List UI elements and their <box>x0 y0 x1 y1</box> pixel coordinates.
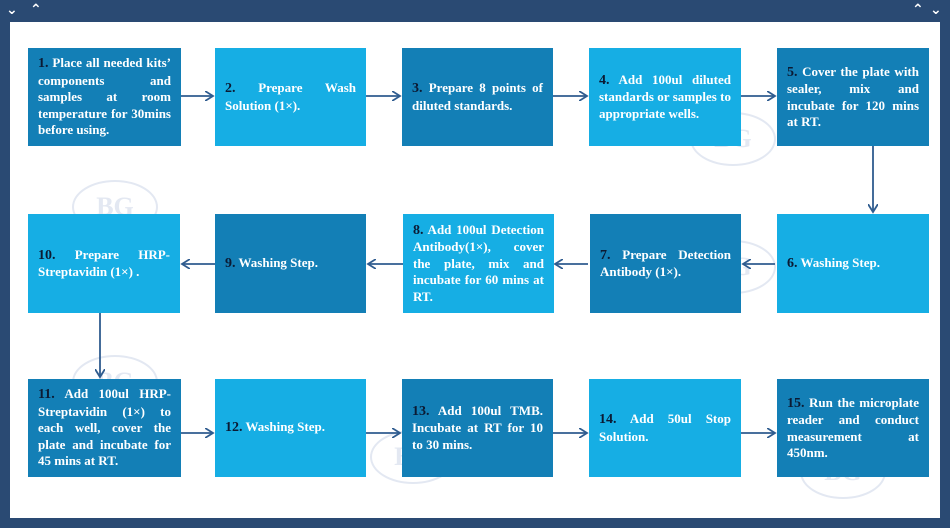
step-text: Run the microplate reader and conduct me… <box>787 394 919 461</box>
step-number: 13. <box>412 403 430 419</box>
step-text: Prepare 8 points of diluted standards. <box>412 80 543 113</box>
step-number: 6. <box>787 255 798 271</box>
step-text: Add 100ul TMB. Incubate at RT for 10 to … <box>412 402 543 452</box>
step-text: Place all needed kits’ components and sa… <box>38 55 171 138</box>
step-text: Prepare Detection Antibody (1×). <box>600 246 731 280</box>
step-number: 7. <box>600 247 611 263</box>
chevron-down-icon: ⌄ <box>930 2 942 18</box>
step-box-8: 8. Add 100ul Detection Antibody(1×), cov… <box>403 214 554 313</box>
step-number: 8. <box>413 222 424 238</box>
top-bar: ⌄ ⌃ ⌃ ⌄ <box>0 0 950 22</box>
step-number: 15. <box>787 395 805 411</box>
step-text: Prepare Wash Solution (1×). <box>225 80 356 113</box>
step-text: Add 50ul Stop Solution. <box>599 411 731 444</box>
step-box-1: 1. Place all needed kits’ components and… <box>28 48 181 146</box>
step-box-3: 3. Prepare 8 points of diluted standards… <box>402 48 553 146</box>
step-box-9: 9. Washing Step. <box>215 214 366 313</box>
step-number: 2. <box>225 81 236 96</box>
step-text: Cover the plate with sealer, mix and inc… <box>787 63 919 130</box>
step-number: 14. <box>599 412 617 427</box>
step-text: Washing Step. <box>242 419 326 435</box>
step-number: 10. <box>38 247 56 263</box>
step-box-14: 14. Add 50ul Stop Solution. <box>589 379 741 477</box>
step-number: 5. <box>787 64 798 80</box>
step-text: Prepare HRP-Streptavidin (1×) . <box>38 246 170 280</box>
step-number: 11. <box>38 387 55 403</box>
step-box-15: 15. Run the microplate reader and conduc… <box>777 379 929 477</box>
step-number: 4. <box>599 72 610 88</box>
step-box-13: 13. Add 100ul TMB. Incubate at RT for 10… <box>402 379 553 477</box>
step-box-6: 6. Washing Step. <box>777 214 929 313</box>
chevron-down-icon: ⌄ <box>6 2 18 18</box>
step-box-10: 10. Prepare HRP-Streptavidin (1×) . <box>28 214 180 313</box>
step-text: Washing Step. <box>235 254 319 270</box>
step-number: 3. <box>412 81 423 96</box>
step-number: 12. <box>225 420 243 436</box>
step-number: 9. <box>225 255 236 271</box>
step-box-4: 4. Add 100ul diluted standards or sample… <box>589 48 741 146</box>
step-box-12: 12. Washing Step. <box>215 379 366 477</box>
step-text: Add 100ul diluted standards or samples t… <box>599 71 731 121</box>
chevron-up-icon: ⌃ <box>912 2 924 18</box>
step-number: 1. <box>38 56 49 72</box>
step-text: Add 100ul HRP-Streptavidin (1×) to each … <box>38 386 171 469</box>
step-box-2: 2. Prepare Wash Solution (1×). <box>215 48 366 146</box>
step-text: Washing Step. <box>797 254 881 270</box>
step-box-5: 5. Cover the plate with sealer, mix and … <box>777 48 929 146</box>
step-box-7: 7. Prepare Detection Antibody (1×). <box>590 214 741 313</box>
step-text: Add 100ul Detection Antibody(1×), cover … <box>413 221 544 304</box>
chevron-up-icon: ⌃ <box>30 2 42 18</box>
step-box-11: 11. Add 100ul HRP-Streptavidin (1×) to e… <box>28 379 181 477</box>
